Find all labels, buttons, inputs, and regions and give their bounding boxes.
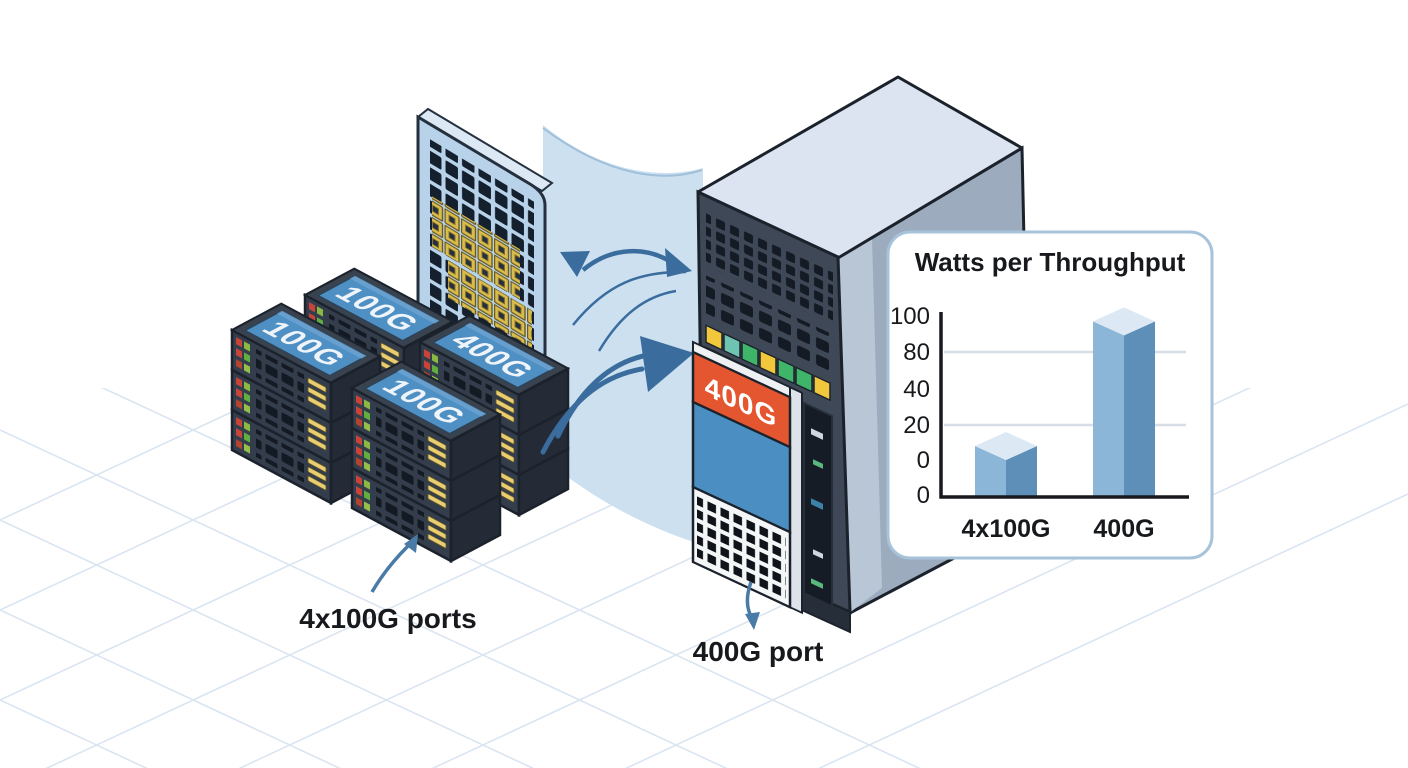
chart-x-ticks: 4x100G 400G xyxy=(962,515,1155,543)
module-connector-pins xyxy=(697,492,786,602)
chart-category-label: 400G xyxy=(1093,515,1154,543)
caption-arrow-icon-left xyxy=(370,544,410,593)
chart-title: Watts per Throughput xyxy=(915,247,1186,277)
tower-vents xyxy=(706,275,833,377)
tower-side-highlight xyxy=(838,238,882,614)
caption-arrowhead-left-icon xyxy=(404,534,418,553)
chart-card: Watts per Throughput 100 80 40 20 0 0 4x… xyxy=(886,230,1214,560)
chart-tick-label: 80 xyxy=(903,339,930,366)
chart-tick-label: 100 xyxy=(890,303,930,330)
caption-arrowhead-right-icon xyxy=(745,612,760,630)
swoosh-line xyxy=(572,270,687,326)
chart-category-label: 4x100G xyxy=(962,515,1051,543)
flow-arrow-tail xyxy=(555,352,651,439)
qsfp-module-400g: 400G xyxy=(691,340,803,615)
arrowhead-right-icon xyxy=(665,248,692,277)
chart-tick-label: 40 xyxy=(903,376,930,403)
module-side-edge xyxy=(789,385,803,615)
chart-bar-400g xyxy=(1093,307,1155,336)
chart-axes xyxy=(939,312,1189,499)
ribbon-top-edge xyxy=(542,127,703,177)
chart-bar-4x100g xyxy=(975,446,1006,496)
connection-ribbon xyxy=(543,125,703,545)
flow-arrows xyxy=(540,248,694,455)
chart-bar-4x100g xyxy=(975,432,1037,460)
tower-vents xyxy=(706,211,833,325)
chart-y-ticks: 100 80 40 20 0 0 xyxy=(890,303,930,509)
swoosh-line xyxy=(597,289,677,352)
arrowhead-left-icon xyxy=(560,251,590,277)
panel-gold-transceivers xyxy=(432,196,520,300)
flow-arrow-tail xyxy=(540,366,645,455)
chart-tick-label: 0 xyxy=(917,482,930,509)
chart-card-bg xyxy=(886,230,1214,560)
caption-400g: 400G port xyxy=(693,636,824,667)
panel-gold-transceivers xyxy=(448,260,532,349)
chart-bars xyxy=(975,307,1155,496)
chart-bar-400g xyxy=(1093,321,1124,496)
chart-bar-400g xyxy=(1124,321,1155,496)
flow-arrow-icon xyxy=(640,336,694,392)
slot-pcb-parts xyxy=(811,428,823,589)
chart-tick-label: 20 xyxy=(903,412,930,439)
bidirectional-arrow-icon xyxy=(581,248,676,272)
caption-4x100g: 4x100G ports xyxy=(299,603,476,634)
chart-bar-4x100g xyxy=(1006,446,1037,496)
chart-tick-label: 0 xyxy=(917,447,930,474)
